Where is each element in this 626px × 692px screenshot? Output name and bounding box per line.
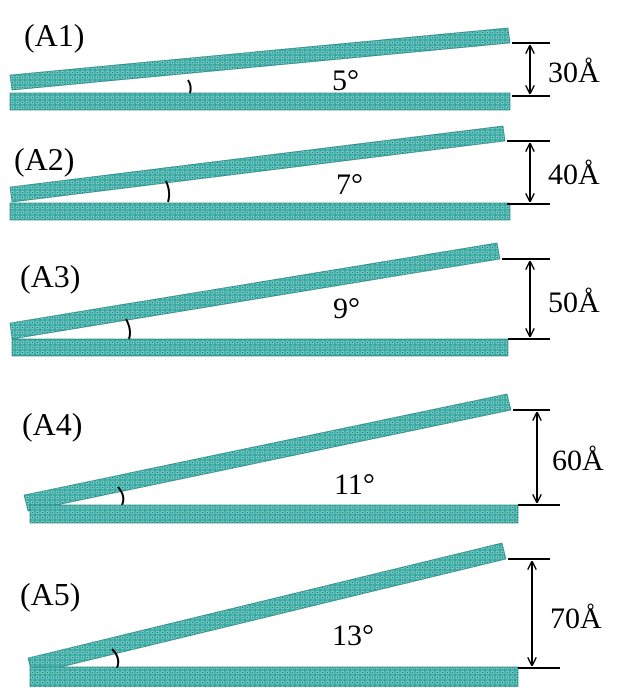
angle-arc [187, 79, 192, 94]
lower-slab [9, 202, 511, 221]
angle-label: 9° [333, 292, 360, 325]
panel-label: (A5) [20, 576, 80, 612]
gap-label: 50Å [548, 286, 600, 319]
upper-slab [9, 242, 501, 340]
panel-a2: (A2) 7° 40Å [9, 125, 600, 221]
upper-slab [27, 542, 507, 675]
panel-label: (A3) [20, 258, 80, 294]
gap-label: 40Å [548, 158, 600, 191]
angle-label: 13° [332, 619, 374, 652]
panel-a4: (A4) 11° 60Å [22, 393, 604, 524]
angle-arc [125, 318, 131, 340]
angle-label: 5° [332, 64, 359, 97]
angle-arc [117, 486, 125, 506]
angle-label: 7° [336, 168, 363, 201]
panel-a5: (A5) 13° 70Å [20, 542, 602, 688]
lower-slab [9, 92, 511, 111]
lower-slab [29, 666, 519, 688]
lower-slab [11, 338, 509, 357]
panel-label: (A2) [14, 141, 74, 177]
gap-label: 30Å [548, 56, 600, 89]
panel-label: (A4) [22, 406, 82, 442]
gap-label: 70Å [550, 602, 602, 635]
gap-label: 60Å [552, 444, 604, 477]
angle-arc [165, 180, 171, 203]
upper-slab [9, 27, 511, 91]
lower-slab [29, 504, 519, 524]
angle-label: 11° [334, 468, 375, 501]
panel-label: (A1) [24, 17, 84, 53]
upper-slab [9, 125, 506, 203]
upper-slab [23, 393, 512, 512]
panel-a3: (A3) 9° 50Å [9, 242, 600, 357]
panel-a1: (A1) 5° 30Å [9, 17, 600, 111]
angle-arc [111, 648, 120, 669]
